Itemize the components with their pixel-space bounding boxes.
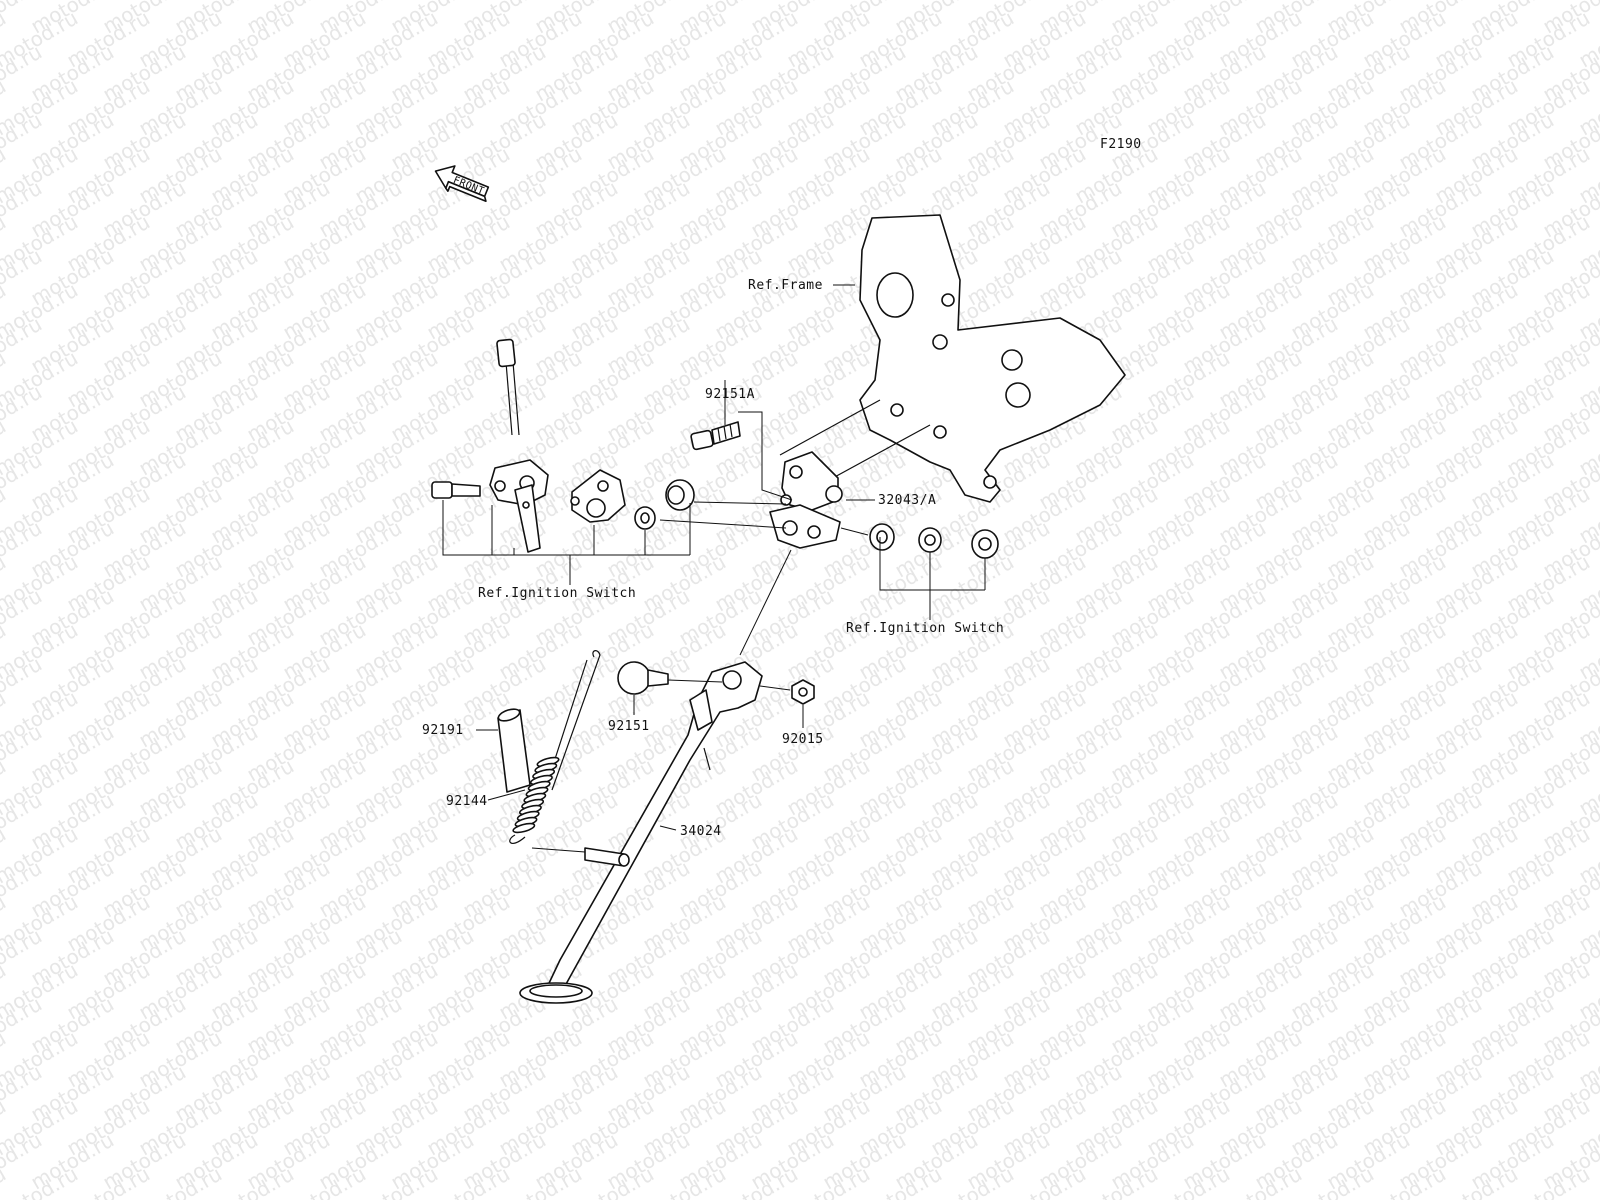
side-stand-34024 [519, 661, 763, 1004]
collar-right-2 [918, 527, 942, 553]
collar-right-3 [971, 529, 999, 559]
label-92151a: 92151A [705, 387, 755, 402]
frame-drawing [779, 214, 1126, 503]
collar-left [665, 479, 695, 511]
spring-coil [512, 822, 536, 834]
label-32043a: 32043/A [878, 493, 936, 508]
label-ref-ignition-right: Ref.Ignition Switch [846, 621, 1004, 636]
label-92015: 92015 [782, 732, 824, 747]
pivot-bolt-92151 [617, 661, 669, 695]
watermark-text: motod.ru [0, 1162, 10, 1200]
label-92191: 92191 [422, 723, 464, 738]
collar-92191 [497, 708, 531, 793]
front-arrow-icon: FRONT [434, 165, 490, 202]
collar-right-1 [869, 523, 895, 551]
leader-lines [442, 284, 986, 853]
spring-pin [584, 847, 630, 867]
label-ref-ignition-left: Ref.Ignition Switch [478, 586, 636, 601]
label-92151: 92151 [608, 719, 650, 734]
bolt-92151a [690, 421, 741, 451]
label-ref-frame: Ref.Frame [748, 278, 823, 293]
spring-coils [512, 756, 560, 834]
figure-code: F2190 [1100, 137, 1142, 152]
label-92144: 92144 [446, 794, 488, 809]
spring-92144 [509, 650, 601, 844]
nut-92015 [791, 679, 815, 705]
switch-bolt [431, 481, 481, 499]
label-34024: 34024 [680, 824, 722, 839]
watermark-text: motod.ru [1575, 0, 1600, 4]
washer-left [634, 506, 656, 530]
side-stand-switch [489, 338, 549, 553]
switch-cam-plate [570, 469, 626, 523]
